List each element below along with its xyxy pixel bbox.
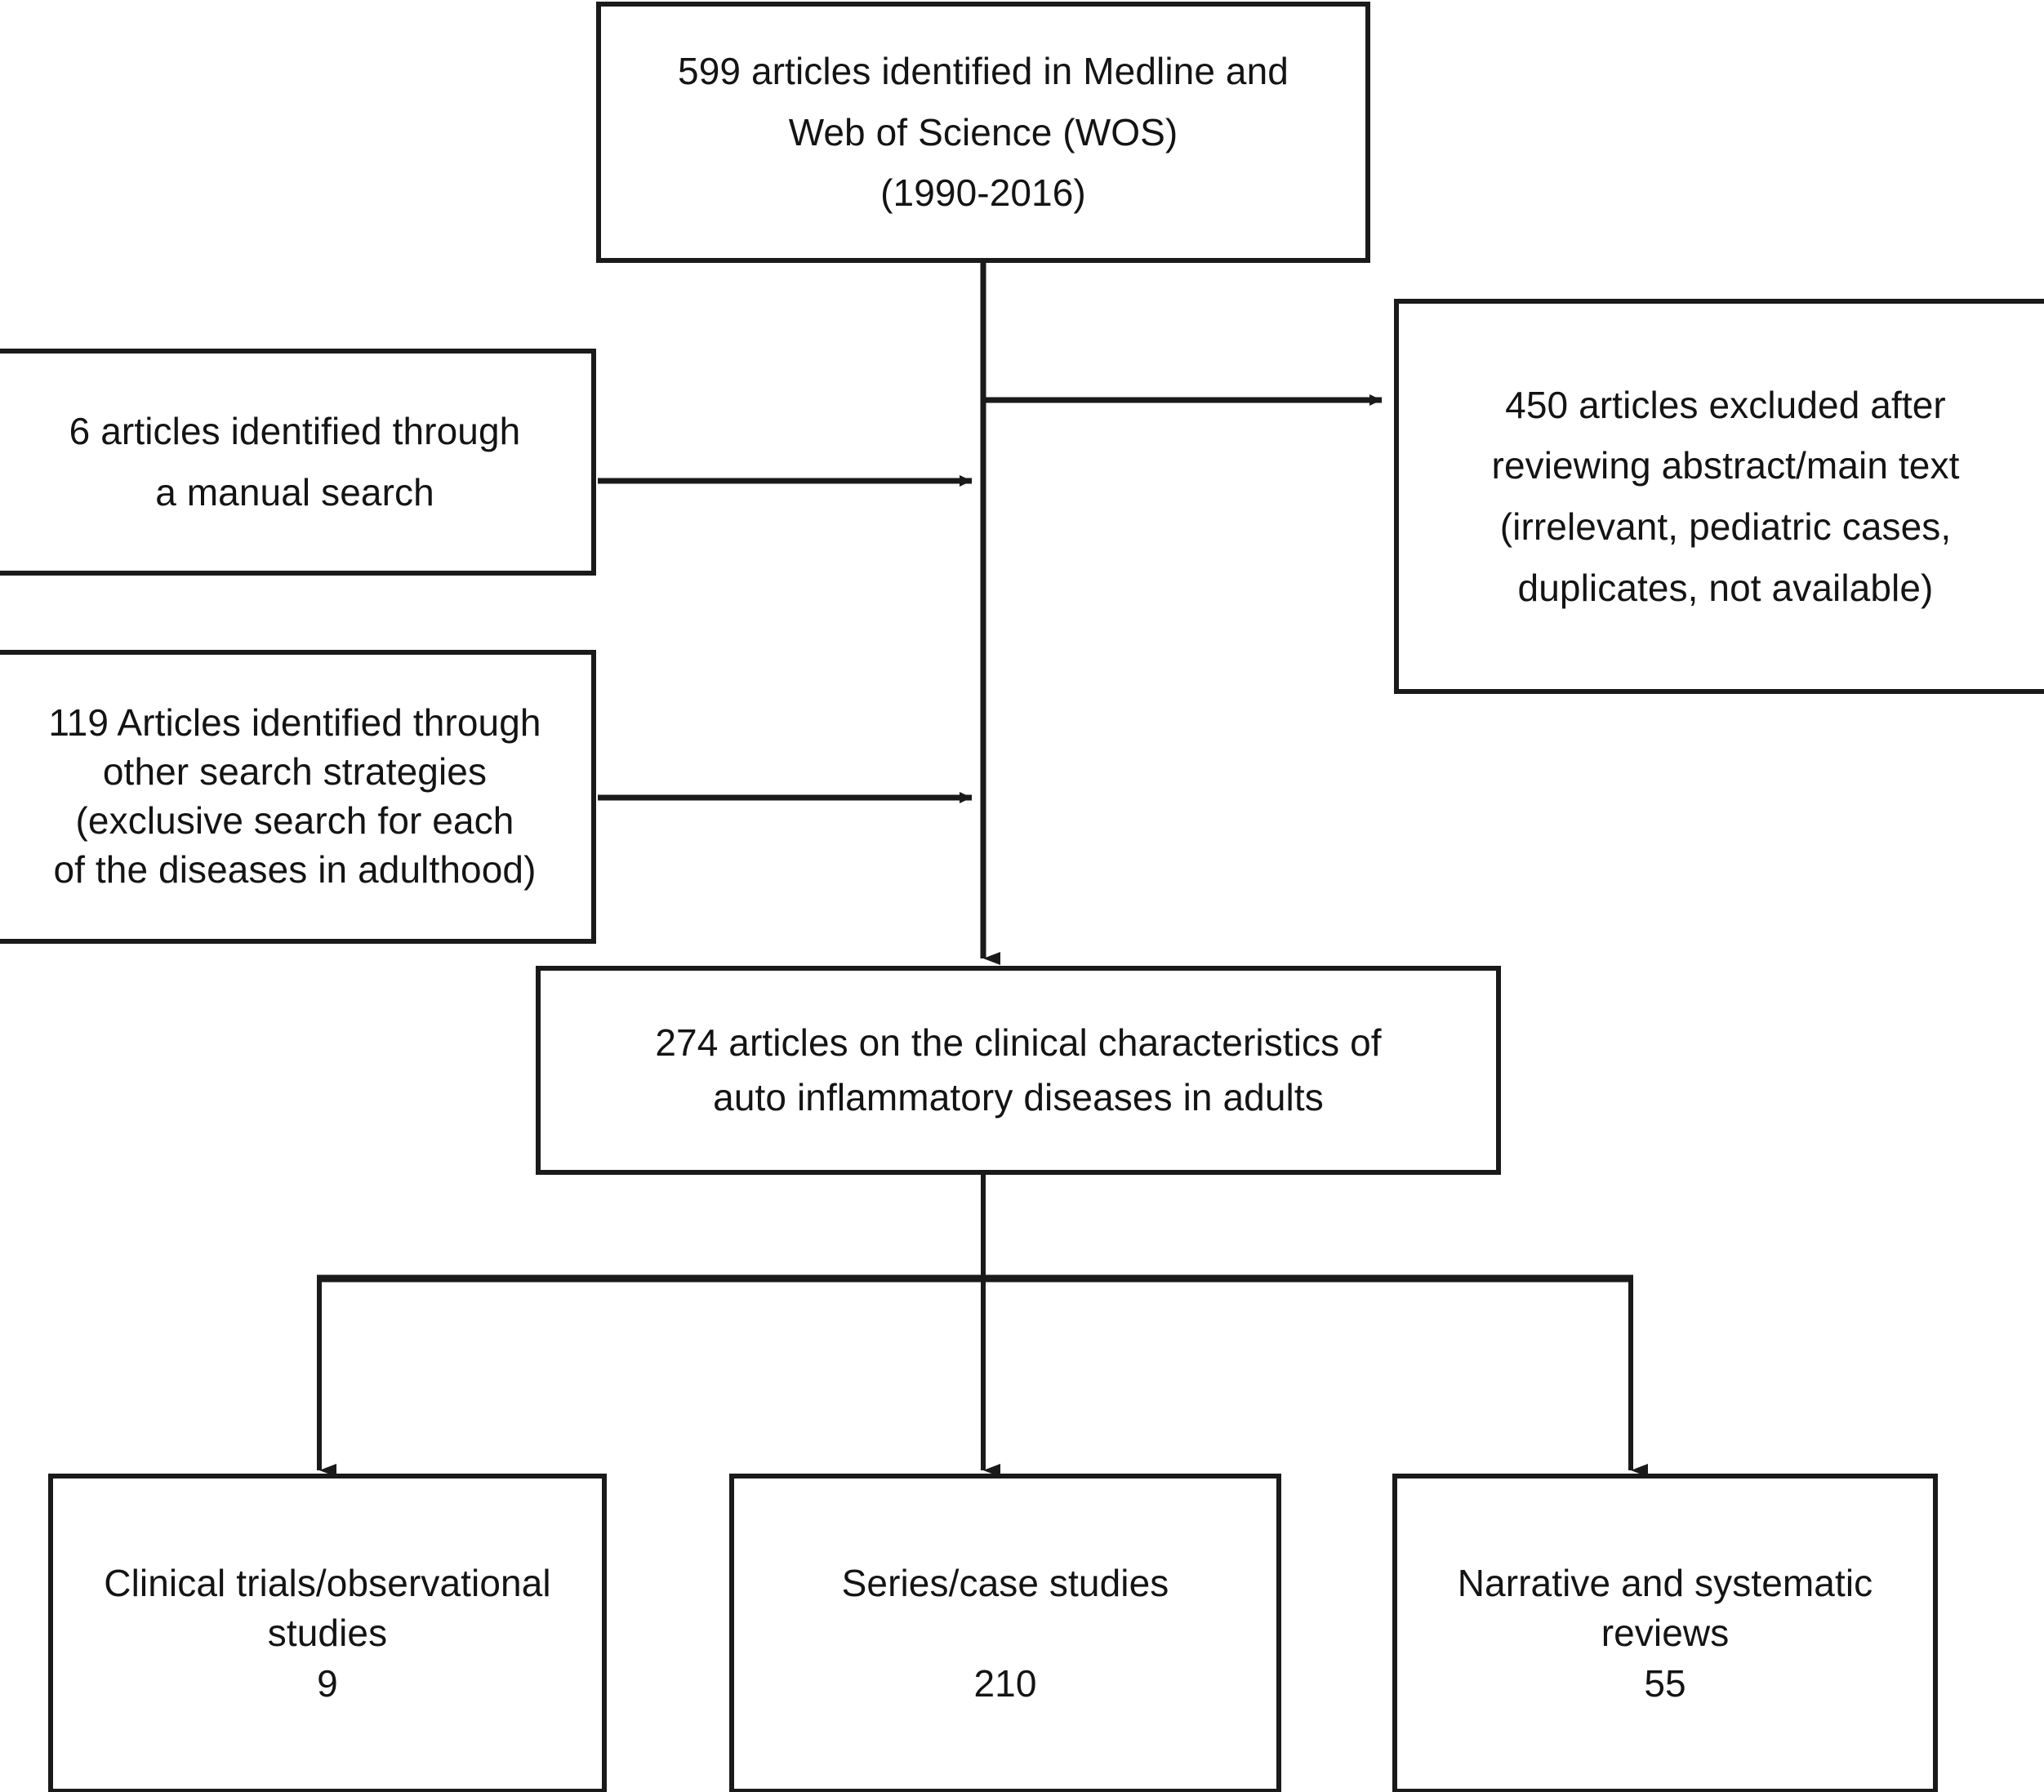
node-narrative-systematic-reviews: Narrative and systematic reviews 55: [1392, 1474, 1938, 1792]
node-articles-excluded: 450 articles excluded after reviewing ab…: [1394, 299, 2044, 694]
node-manual-search-label: 6 articles identified through a manual s…: [69, 410, 521, 514]
node-articles-identified: 599 articles identified in Medline and W…: [596, 2, 1370, 263]
node-other-search-strategies-label: 119 Articles identified through other se…: [48, 701, 541, 891]
node-clinical-trials-observational-studies: Clinical trials/observational studies 9: [48, 1474, 607, 1792]
node-series-case-studies-label: Series/case studies 210: [841, 1561, 1169, 1705]
node-articles-excluded-label: 450 articles excluded after reviewing ab…: [1491, 383, 1960, 609]
node-clinical-trials-observational-studies-label: Clinical trials/observational studies 9: [104, 1561, 551, 1705]
node-manual-search: 6 articles identified through a manual s…: [0, 349, 596, 576]
node-narrative-systematic-reviews-label: Narrative and systematic reviews 55: [1457, 1561, 1873, 1705]
node-series-case-studies: Series/case studies 210: [729, 1474, 1281, 1792]
node-articles-identified-label: 599 articles identified in Medline and W…: [678, 50, 1289, 215]
node-articles-included-label: 274 articles on the clinical characteris…: [655, 1021, 1382, 1118]
node-other-search-strategies: 119 Articles identified through other se…: [0, 650, 596, 944]
node-articles-included: 274 articles on the clinical characteris…: [536, 966, 1501, 1175]
